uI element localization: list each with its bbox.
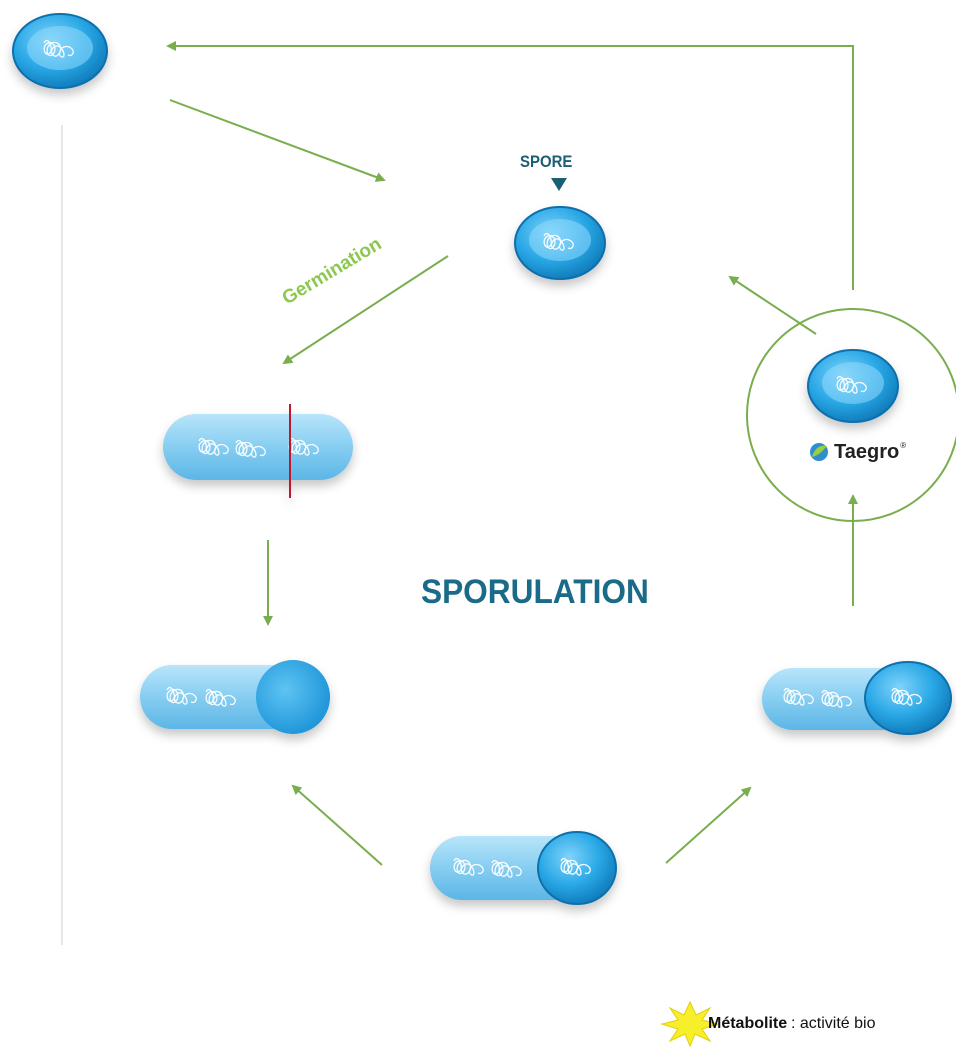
germination-arrow-icon [282, 255, 449, 365]
rod-cell-icon [140, 660, 330, 734]
registered-mark: ® [900, 440, 907, 450]
starburst-icon [660, 1000, 720, 1048]
spore-icon [807, 349, 899, 423]
arrow-icon [728, 275, 817, 335]
legend: Métabolite : activité bio [664, 1003, 956, 1045]
spore-pointer-icon [551, 178, 567, 191]
brand-name: Taegro [834, 440, 900, 463]
rod-cell-icon [762, 661, 952, 735]
sporulation-title: SPORULATION [421, 573, 649, 611]
rod-cell-icon [163, 404, 353, 498]
arrow-icon [291, 784, 383, 866]
arrow-icon [665, 786, 752, 864]
spore-icon [514, 206, 606, 280]
legend-term: Métabolite [708, 1015, 788, 1032]
rod-cell-icon [430, 831, 617, 905]
spore-icon [12, 13, 108, 89]
taegro-brand: Taegro ® [809, 439, 906, 465]
spore-label: SPORE [520, 152, 573, 171]
return-arrow-line [166, 41, 854, 290]
legend-description: : activité bio [791, 1015, 876, 1032]
arrow-icon [169, 99, 386, 182]
taegro-product-circle [746, 308, 956, 522]
taegro-logo-icon [810, 443, 828, 461]
